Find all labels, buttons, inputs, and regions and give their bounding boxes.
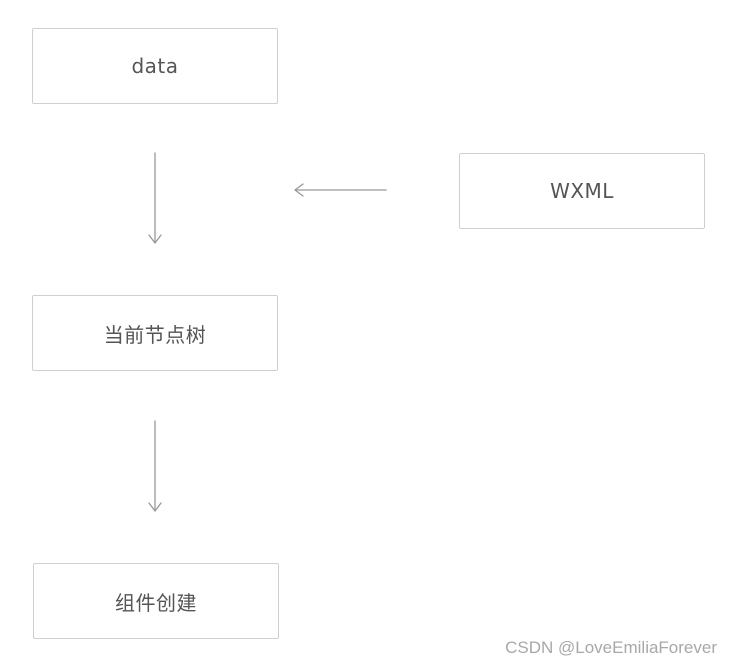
wxml-node: WXML (459, 153, 705, 229)
arrow-wxml-to-tree (294, 183, 387, 197)
arrow-tree-to-create (148, 420, 162, 512)
data-node-label: data (131, 54, 179, 78)
wxml-node-label: WXML (550, 179, 614, 203)
arrow-data-to-tree (148, 152, 162, 244)
data-node: data (32, 28, 278, 104)
current-node-tree-label: 当前节点树 (103, 322, 207, 347)
watermark-text: CSDN @LoveEmiliaForever (505, 638, 717, 657)
component-create-label: 组件创建 (115, 590, 197, 615)
component-create-node: 组件创建 (33, 563, 279, 639)
current-node-tree-node: 当前节点树 (32, 295, 278, 371)
